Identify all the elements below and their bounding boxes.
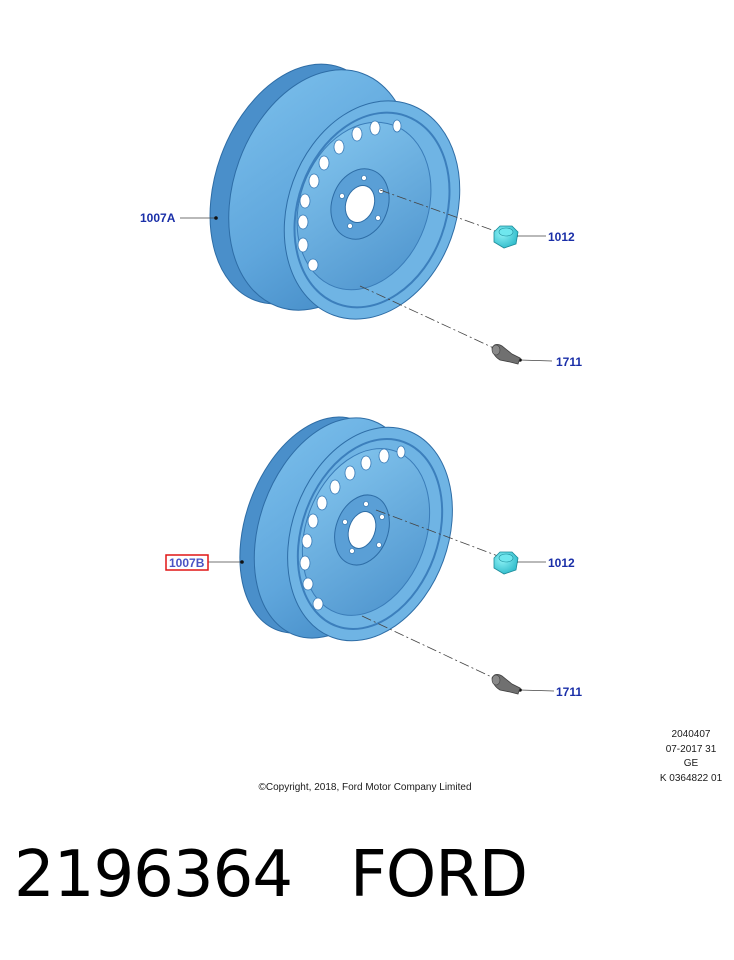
- drawing-number: 2040407: [671, 729, 711, 740]
- drawing-region: GE: [683, 758, 699, 769]
- leader-lines-bottom: [208, 509, 555, 692]
- callout-1007a[interactable]: 1007A: [140, 211, 176, 225]
- callout-1711-top[interactable]: 1711: [556, 355, 582, 369]
- drawing-reference: K 0364822 01: [659, 772, 723, 784]
- lug-nut-top[interactable]: [493, 225, 519, 249]
- vent-holes: [299, 445, 406, 611]
- lug-holes: [339, 175, 384, 229]
- drawing-date: 07-2017 31: [665, 743, 717, 755]
- callout-1007b[interactable]: 1007B: [169, 556, 205, 570]
- lug-nut-bottom[interactable]: [493, 551, 519, 575]
- vent-holes: [297, 119, 402, 272]
- valve-stem-top[interactable]: [491, 344, 521, 365]
- callout-1012-bottom[interactable]: 1012: [548, 556, 575, 570]
- wheel-1007b[interactable]: [212, 396, 481, 664]
- wheel-rim-lip: [296, 438, 444, 630]
- valve-stem-bottom[interactable]: [491, 674, 521, 695]
- wheel-rim-lip: [293, 111, 451, 309]
- hub-center: [347, 511, 377, 549]
- footer-caption: 2196364 FORD: [14, 838, 528, 912]
- part-number: 2196364: [14, 838, 293, 912]
- brand-name: FORD: [350, 838, 528, 912]
- callout-1012-top[interactable]: 1012: [548, 230, 575, 244]
- wheel-1007a[interactable]: [179, 39, 490, 344]
- drawing-info: 2040407 07-2017 31 GE K 0364822 01: [650, 728, 732, 786]
- hub-center: [344, 185, 376, 223]
- callout-1711-bottom[interactable]: 1711: [556, 685, 582, 699]
- selected-callout-box: [165, 554, 209, 571]
- lug-holes: [342, 501, 385, 554]
- copyright-notice: ©Copyright, 2018, Ford Motor Company Lim…: [258, 782, 472, 793]
- leader-lines-top: [180, 189, 553, 362]
